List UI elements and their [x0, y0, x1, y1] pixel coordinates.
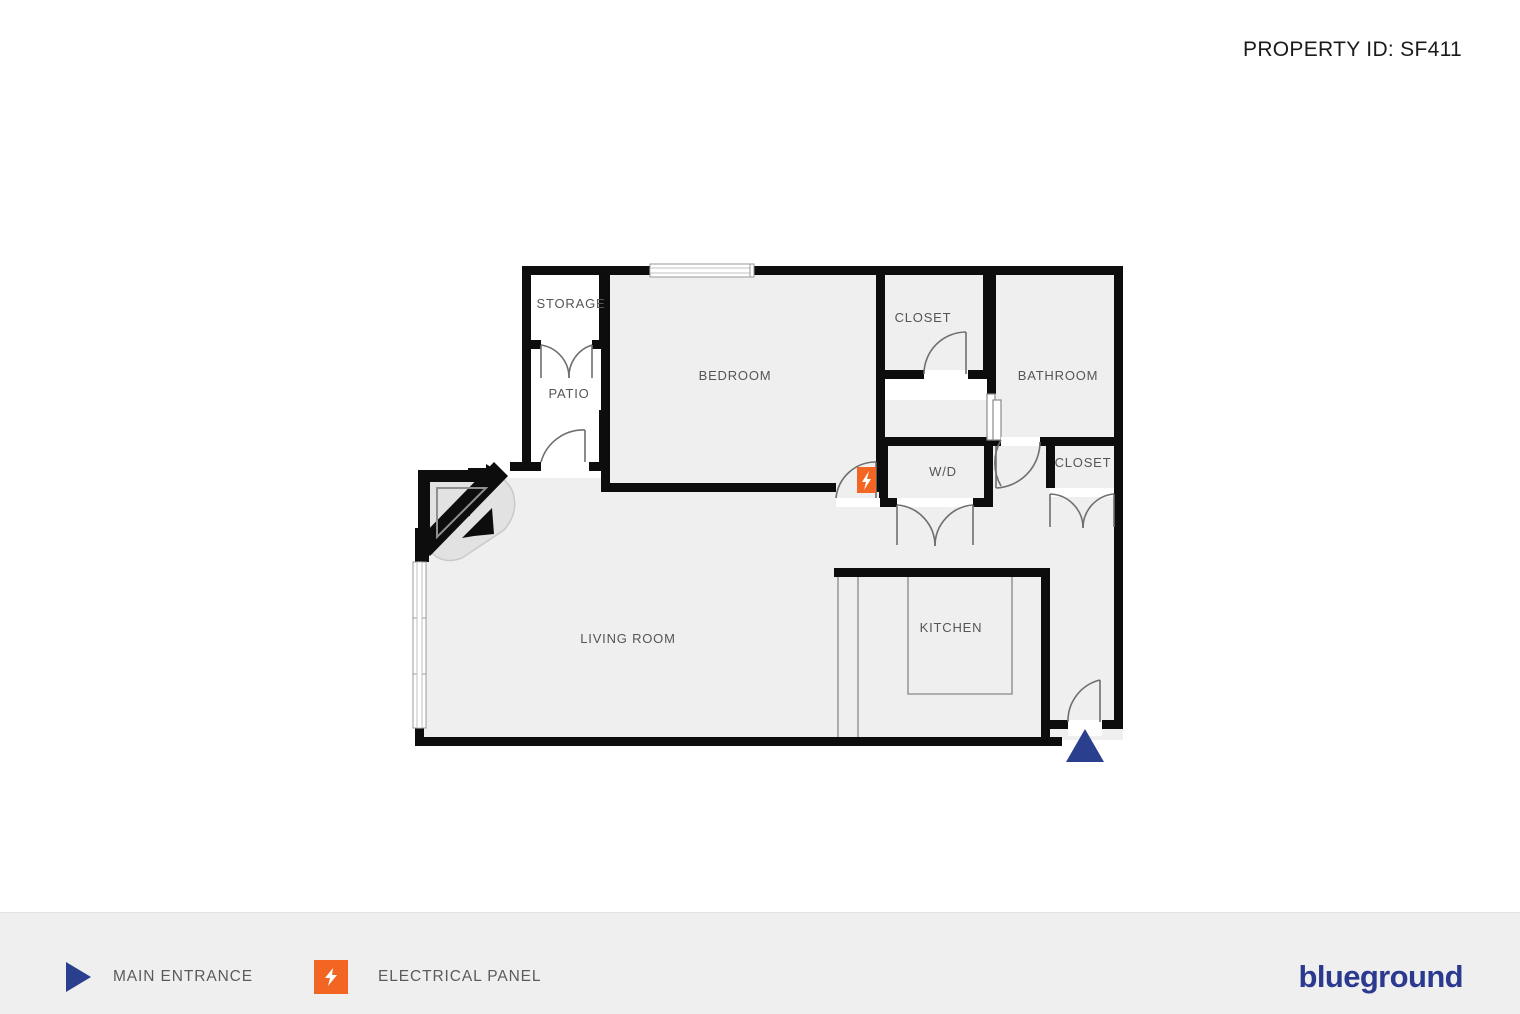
wall-bedroom-left: [601, 266, 610, 492]
wall-patio-bottom-right: [589, 462, 610, 471]
stair-chevron-1: [440, 492, 470, 520]
wall-kitchen-top: [834, 568, 1050, 577]
legend-label-main-entrance: MAIN ENTRANCE: [113, 968, 254, 985]
blueground-logo: blueground: [1298, 959, 1464, 994]
wall-kitchen-right: [1041, 568, 1050, 740]
wall-left-storage: [522, 266, 531, 466]
electrical-panel-marker: [857, 467, 876, 493]
room-fill-bedroom: [610, 270, 882, 492]
room-label-storage: STORAGE: [537, 296, 606, 311]
wall-wd-left: [879, 437, 888, 505]
wall-top-left: [522, 266, 650, 275]
wall-wd-right: [984, 437, 993, 505]
door-patio-living: [540, 429, 589, 471]
door-wd: [896, 498, 974, 547]
room-fill-kitchen: [834, 568, 1123, 740]
legend-item-main-entrance: MAIN ENTRANCE: [66, 957, 253, 997]
wall-kitchen-bottom: [834, 737, 1050, 746]
doors: [540, 331, 1115, 736]
wall-bathroom-left: [987, 266, 996, 394]
wall-patio-bottom-left: [510, 462, 541, 471]
wall-entrance-stub-right: [1100, 720, 1123, 729]
wall-storage-divider-left: [527, 340, 541, 349]
wall-bedroom-bottom: [601, 483, 836, 492]
wall-right-outer: [1114, 266, 1123, 729]
electrical-panel-icon: [314, 960, 348, 994]
footer-legend-bar: MAIN ENTRANCE ELECTRICAL PANEL bluegroun…: [0, 912, 1520, 1014]
wall-left-living-bottom: [415, 727, 424, 746]
room-label-bathroom: BATHROOM: [1018, 368, 1099, 383]
counter-u-shape: [907, 577, 1013, 695]
wall-wd-bottom-left: [879, 498, 897, 507]
main-entrance-marker: [1066, 729, 1104, 762]
window-living-left: [412, 561, 427, 729]
property-id-label: PROPERTY ID: SF411: [1243, 38, 1462, 61]
wall-wd-top: [879, 437, 993, 446]
room-label-living: LIVING ROOM: [580, 631, 675, 646]
room-labels: STORAGE PATIO BEDROOM CLOSET BATHROOM W/…: [537, 296, 1112, 646]
wall-closet-right-left: [1046, 437, 1055, 488]
door-closet-right: [1049, 488, 1115, 529]
stair-arrow-up: [417, 531, 433, 562]
window-bedroom-top: [649, 263, 755, 278]
door-closet-top: [923, 331, 968, 379]
corner-stair-feature: [416, 462, 516, 562]
wall-top-right: [752, 266, 1123, 275]
wall-entrance-stub-left: [1048, 720, 1070, 729]
main-entrance-triangle-icon: [66, 962, 91, 992]
kitchen-counters: [837, 577, 1013, 737]
room-label-closet-right: CLOSET: [1055, 455, 1112, 470]
door-storage-patio: [540, 340, 593, 379]
wall-bottom-outer: [415, 737, 1062, 746]
wall-bathroom-bottom-left: [987, 437, 1001, 446]
room-fill-closet-top: [884, 270, 992, 378]
wall-closet-right-top: [1046, 437, 1123, 446]
wall-storage-divider-right: [592, 340, 608, 349]
stair-chevron-3: [462, 508, 494, 538]
room-label-patio: PATIO: [548, 386, 589, 401]
legend-label-electrical-panel: ELECTRICAL PANEL: [378, 968, 542, 985]
door-main-entrance: [1067, 679, 1102, 736]
floorplan-canvas: STORAGE PATIO BEDROOM CLOSET BATHROOM W/…: [412, 263, 1123, 762]
plan-markers: [857, 467, 1104, 762]
room-label-wd: W/D: [929, 464, 957, 479]
room-fill-storage: [527, 270, 607, 345]
wall-closet-top-bottom-right: [968, 370, 992, 379]
stair-inner-outline: [436, 487, 489, 540]
legend-item-electrical-panel: ELECTRICAL PANEL: [314, 957, 541, 997]
wall-closet-top-bottom-left: [876, 370, 924, 379]
door-bathroom: [994, 437, 1041, 489]
window-bathroom-jamb: [986, 393, 1002, 441]
room-label-bedroom: BEDROOM: [699, 368, 772, 383]
room-label-closet-top: CLOSET: [895, 310, 952, 325]
windows: [412, 263, 1002, 729]
wall-wd-bottom-right: [973, 498, 993, 507]
room-label-kitchen: KITCHEN: [920, 620, 983, 635]
stair-arrow-left: [468, 464, 499, 480]
